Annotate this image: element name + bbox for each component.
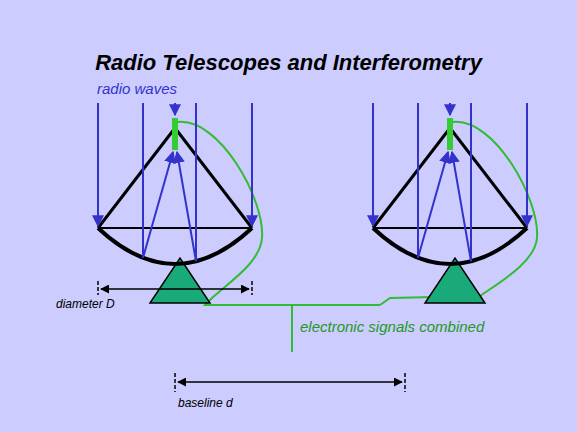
- baseline-dimension: [175, 373, 405, 392]
- signal-cable: [178, 122, 537, 352]
- dimension-label: baseline d: [178, 397, 233, 411]
- slide-title: Radio Telescopes and Interferometry: [0, 50, 577, 75]
- signal-label: electronic signals combined: [300, 318, 484, 335]
- diameter-dimension: [98, 281, 252, 295]
- dimension-label: diameter D: [56, 298, 115, 312]
- wave-label: radio waves: [97, 80, 177, 97]
